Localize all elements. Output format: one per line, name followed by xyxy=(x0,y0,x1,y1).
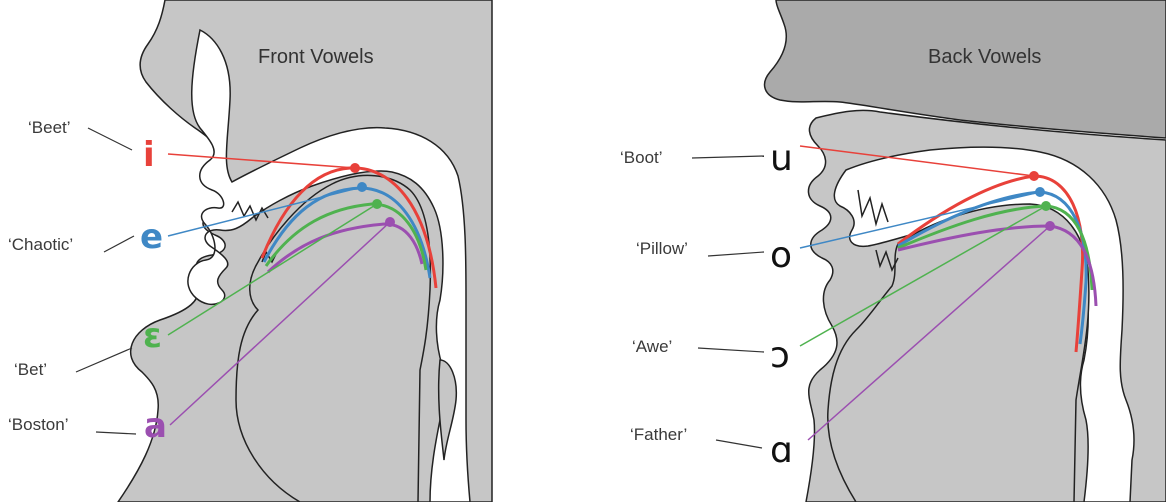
front-leader-boston xyxy=(96,432,136,434)
front-vowels-panel: Front Vowels i e ɛ a ‘Beet’ ‘Chaotic’ ‘B… xyxy=(8,0,492,502)
back-symbol-u: u xyxy=(770,138,793,179)
back-symbol-open-o: ɔ xyxy=(770,335,790,376)
front-dot-eps xyxy=(372,199,382,209)
front-leader-bet xyxy=(76,348,132,372)
back-leader-father xyxy=(716,440,762,448)
back-symbol-alpha: ɑ xyxy=(770,430,793,471)
front-word-boston: ‘Boston’ xyxy=(8,415,68,434)
front-word-beet: ‘Beet’ xyxy=(28,118,71,137)
front-vowels-title: Front Vowels xyxy=(258,46,374,68)
front-word-chaotic: ‘Chaotic’ xyxy=(8,235,73,254)
back-word-awe: ‘Awe’ xyxy=(632,337,672,356)
back-dot-open-o xyxy=(1041,201,1051,211)
front-dot-i xyxy=(350,163,360,173)
back-leader-awe xyxy=(698,348,764,352)
front-symbol-a: a xyxy=(144,406,167,446)
back-word-father: ‘Father’ xyxy=(630,425,687,444)
back-vowels-title: Back Vowels xyxy=(928,46,1041,68)
back-dot-u xyxy=(1029,171,1039,181)
back-leader-boot xyxy=(692,156,764,158)
front-symbol-eps: ɛ xyxy=(143,316,162,356)
front-symbol-i: i xyxy=(143,135,155,175)
front-leader-chaotic xyxy=(104,236,134,252)
front-dot-e xyxy=(357,182,367,192)
back-vowels-panel: Back Vowels u o ɔ ɑ ‘Boot’ ‘Pillow’ ‘Awe… xyxy=(620,0,1166,502)
front-symbol-e: e xyxy=(140,217,163,257)
back-word-boot: ‘Boot’ xyxy=(620,148,663,167)
front-word-bet: ‘Bet’ xyxy=(14,360,47,379)
front-dot-a xyxy=(385,217,395,227)
back-dot-o xyxy=(1035,187,1045,197)
back-symbol-o: o xyxy=(770,235,792,276)
back-leader-pillow xyxy=(708,252,764,256)
front-leader-beet xyxy=(88,128,132,150)
back-word-pillow: ‘Pillow’ xyxy=(636,239,688,258)
back-dot-alpha xyxy=(1045,221,1055,231)
